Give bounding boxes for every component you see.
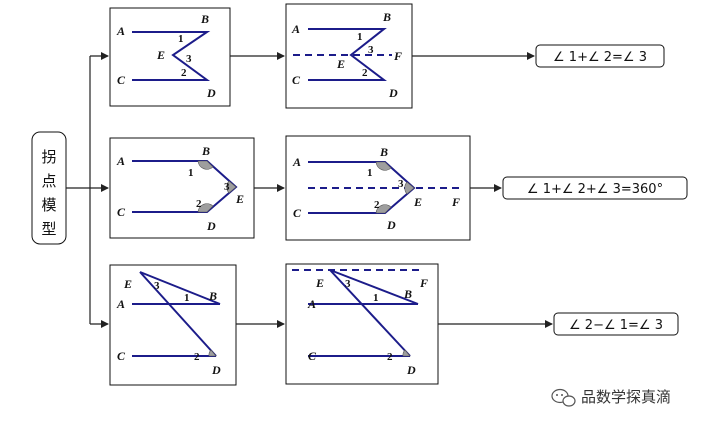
label-D: D <box>388 86 398 100</box>
label-A: A <box>291 22 300 36</box>
label-B: B <box>208 289 217 303</box>
angle-1: 1 <box>367 167 373 179</box>
angle-2: 2 <box>194 351 200 363</box>
watermark: 品数学探真滴 <box>551 388 671 407</box>
watermark-text: 品数学探真滴 <box>581 388 671 406</box>
category-char-4: 型 <box>41 220 56 238</box>
category-box: 拐 点 模 型 <box>31 131 67 245</box>
label-A: A <box>292 155 301 169</box>
label-A: A <box>116 297 125 311</box>
row3-figure-b: E F A B C D 3 1 2 <box>285 263 439 385</box>
row1-figure-a: A B E C D 1 3 2 <box>109 7 231 107</box>
angle-2: 2 <box>374 199 380 211</box>
label-E: E <box>123 277 132 291</box>
branch-connectors <box>66 52 109 328</box>
label-D: D <box>406 363 416 377</box>
label-D: D <box>386 218 396 232</box>
label-D: D <box>206 86 216 100</box>
row3-result-box: ∠ 2−∠ 1=∠ 3 <box>553 312 679 336</box>
row2-result-text: ∠ 1+∠ 2+∠ 3=360° <box>527 182 663 197</box>
angle-arc-2 <box>208 349 217 357</box>
row3-result-text: ∠ 2−∠ 1=∠ 3 <box>569 318 663 333</box>
label-F: F <box>393 49 402 63</box>
angle-3: 3 <box>224 181 230 193</box>
angle-arc-2 <box>197 203 214 213</box>
row2-figure-a: A B E C D 1 3 2 <box>109 137 255 239</box>
angle-3: 3 <box>345 278 351 290</box>
category-char-2: 点 <box>41 172 56 190</box>
angle-3: 3 <box>186 53 192 65</box>
row3-figure-a: E A B C D 3 1 2 <box>109 264 237 386</box>
category-char-1: 拐 <box>41 148 56 166</box>
angle-1: 1 <box>178 33 184 45</box>
angle-arc-2 <box>402 349 411 357</box>
label-C: C <box>308 349 317 363</box>
angle-2: 2 <box>181 67 187 79</box>
label-E: E <box>315 276 324 290</box>
chat-bubble-icon <box>551 388 576 407</box>
angle-arc-1 <box>375 161 392 171</box>
label-B: B <box>200 12 209 26</box>
angle-1: 1 <box>373 292 379 304</box>
label-C: C <box>117 205 126 219</box>
angle-3: 3 <box>368 44 374 56</box>
label-B: B <box>382 10 391 24</box>
label-B: B <box>201 144 210 158</box>
angle-2: 2 <box>387 351 393 363</box>
label-C: C <box>292 73 301 87</box>
label-F: F <box>419 276 428 290</box>
label-B: B <box>403 287 412 301</box>
row1-figure-b: A B E F C D 1 3 2 <box>285 3 413 109</box>
label-F: F <box>451 195 460 209</box>
angle-arc-3 <box>404 181 415 195</box>
row2-result-box: ∠ 1+∠ 2+∠ 3=360° <box>502 176 688 200</box>
angle-arc-2 <box>375 204 392 214</box>
row1-result-text: ∠ 1+∠ 2=∠ 3 <box>553 50 647 65</box>
label-E: E <box>336 57 345 71</box>
label-A: A <box>307 297 316 311</box>
row1-result-box: ∠ 1+∠ 2=∠ 3 <box>535 44 665 68</box>
angle-2: 2 <box>196 198 202 210</box>
label-E: E <box>413 195 422 209</box>
category-char-3: 模 <box>41 196 56 214</box>
label-C: C <box>117 349 126 363</box>
label-D: D <box>211 363 221 377</box>
angle-1: 1 <box>188 167 194 179</box>
label-A: A <box>116 24 125 38</box>
label-D: D <box>206 219 216 233</box>
angle-3: 3 <box>154 280 160 292</box>
angle-3: 3 <box>398 178 404 190</box>
label-C: C <box>117 73 126 87</box>
angle-1: 1 <box>184 292 190 304</box>
label-E: E <box>156 48 165 62</box>
label-B: B <box>379 145 388 159</box>
angle-arc-3 <box>226 180 237 194</box>
angle-1: 1 <box>357 31 363 43</box>
label-A: A <box>116 154 125 168</box>
row2-figure-b: A B E F C D 1 3 2 <box>285 135 471 241</box>
angle-arc-1 <box>197 160 214 170</box>
angle-2: 2 <box>362 67 368 79</box>
label-E: E <box>235 192 244 206</box>
label-C: C <box>293 206 302 220</box>
